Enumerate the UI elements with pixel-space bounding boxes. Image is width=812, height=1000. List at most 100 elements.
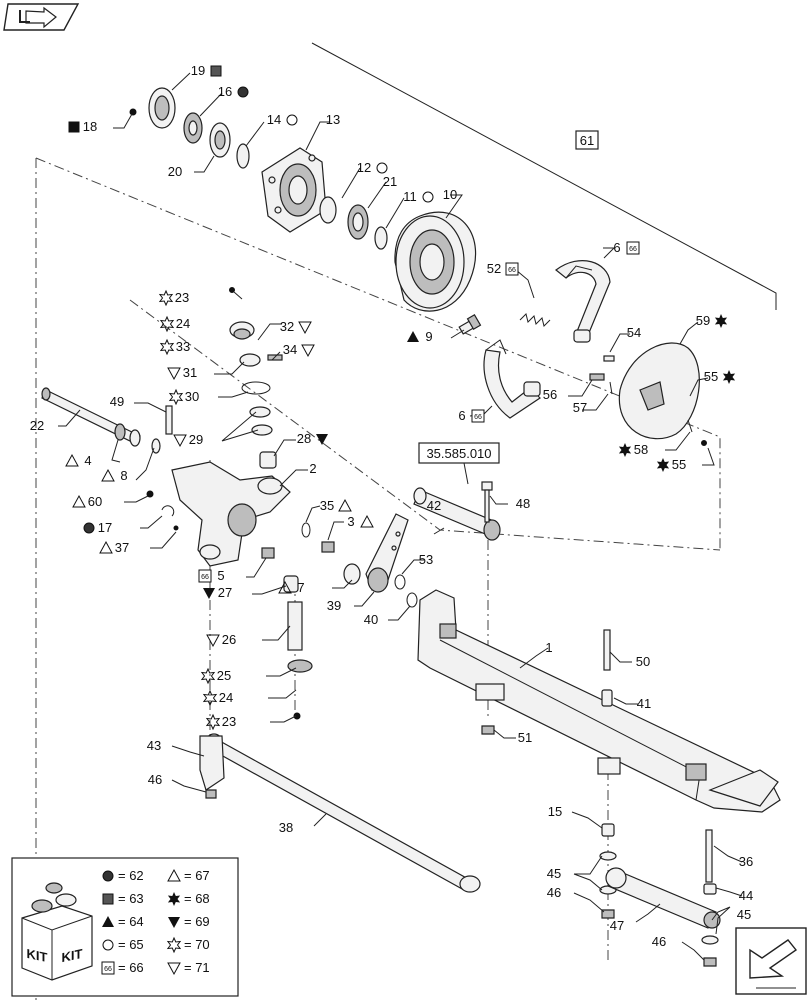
callout-12[interactable]: 12 — [357, 160, 388, 175]
callout-48[interactable]: 48 — [516, 496, 530, 511]
assembly-ref-box[interactable]: 35.585.010 — [418, 442, 500, 485]
kit66-icon: 66 — [198, 569, 212, 583]
callout-27[interactable]: 27 — [203, 585, 232, 600]
callout-number: 31 — [183, 365, 197, 380]
callout-25[interactable]: 25 — [200, 667, 231, 685]
callout-41[interactable]: 41 — [637, 696, 651, 711]
star-open-icon — [158, 289, 174, 307]
callout-26[interactable]: 26 — [206, 632, 236, 648]
callout-55[interactable]: 55 — [656, 457, 686, 472]
tri-down-black-icon — [203, 588, 215, 599]
callout-28[interactable]: 28 — [297, 431, 328, 446]
callout-43[interactable]: 43 — [147, 738, 161, 753]
callout-18[interactable]: 18 — [68, 119, 97, 134]
callout-number: 44 — [739, 888, 753, 903]
callout-30[interactable]: 30 — [168, 388, 199, 406]
callout-23[interactable]: 23 — [205, 713, 236, 731]
callout-7[interactable]: 7 — [278, 580, 305, 595]
callout-33[interactable]: 33 — [159, 338, 190, 356]
callout-4[interactable]: 4 — [65, 453, 92, 468]
callout-37[interactable]: 37 — [99, 540, 129, 555]
fitting-54 — [603, 355, 615, 362]
callout-number: 25 — [217, 668, 231, 683]
callout-34[interactable]: 34 — [283, 342, 315, 358]
callout-36[interactable]: 36 — [739, 854, 753, 869]
callout-24[interactable]: 24 — [159, 315, 190, 333]
callout-55[interactable]: 55 — [704, 369, 736, 384]
nut-5 — [261, 547, 275, 559]
callout-38[interactable]: 38 — [279, 820, 293, 835]
star-open-icon — [205, 713, 221, 731]
callout-47[interactable]: 47 — [610, 918, 624, 933]
forward-arrow-icon[interactable] — [3, 3, 80, 31]
callout-32[interactable]: 32 — [280, 319, 312, 335]
callout-9[interactable]: 9 — [407, 329, 433, 344]
callout-24[interactable]: 24 — [202, 689, 233, 707]
kit66-icon: 66 — [471, 409, 485, 423]
tri-up-open-icon — [338, 498, 352, 512]
callout-10[interactable]: 10 — [443, 187, 457, 202]
callout-number: 36 — [739, 854, 753, 869]
callout-59[interactable]: 59 — [696, 313, 728, 328]
callout-35[interactable]: 35 — [320, 498, 352, 513]
legend-value: = 66 — [118, 960, 144, 975]
callout-56[interactable]: 56 — [543, 387, 557, 402]
svg-text:KIT: KIT — [27, 946, 48, 965]
callout-29[interactable]: 29 — [173, 432, 203, 448]
callout-53[interactable]: 53 — [419, 552, 433, 567]
kit-box-icon: KIT KIT — [21, 882, 93, 981]
callout-31[interactable]: 31 — [167, 365, 197, 381]
legend-value: = 71 — [184, 960, 210, 975]
callout-51[interactable]: 51 — [518, 730, 532, 745]
callout-50[interactable]: 50 — [636, 654, 650, 669]
callout-57[interactable]: 57 — [573, 400, 587, 415]
callout-8[interactable]: 8 — [101, 468, 128, 483]
callout-1[interactable]: 1 — [545, 640, 552, 655]
callout-45[interactable]: 45 — [547, 866, 561, 881]
callout-6[interactable]: 666 — [613, 240, 640, 255]
callout-58[interactable]: 58 — [618, 442, 648, 457]
callout-60[interactable]: 60 — [72, 494, 102, 509]
callout-14[interactable]: 14 — [267, 112, 298, 127]
callout-44[interactable]: 44 — [739, 888, 753, 903]
callout-42[interactable]: 42 — [427, 498, 441, 513]
callout-40[interactable]: 40 — [364, 612, 378, 627]
callout-21[interactable]: 21 — [383, 174, 397, 189]
callout-11[interactable]: 11 — [403, 189, 434, 204]
tri-down-open-icon — [301, 344, 315, 358]
callout-46[interactable]: 46 — [148, 772, 162, 787]
callout-number: 51 — [518, 730, 532, 745]
callout-number: 46 — [652, 934, 666, 949]
bolt-36 — [705, 829, 713, 883]
return-arrow-icon[interactable] — [735, 927, 807, 995]
callout-2[interactable]: 2 — [309, 461, 316, 476]
callout-49[interactable]: 49 — [110, 394, 124, 409]
callout-13[interactable]: 13 — [326, 112, 340, 127]
callout-17[interactable]: 17 — [83, 520, 112, 535]
callout-46[interactable]: 46 — [547, 885, 561, 900]
callout-19[interactable]: 19 — [191, 63, 222, 78]
callout-46[interactable]: 46 — [652, 934, 666, 949]
callout-number: 56 — [543, 387, 557, 402]
callout-number: 46 — [547, 885, 561, 900]
legend-value: = 67 — [184, 868, 210, 883]
callout-3[interactable]: 3 — [347, 514, 374, 529]
callout-45[interactable]: 45 — [737, 907, 751, 922]
callout-39[interactable]: 39 — [327, 598, 341, 613]
callout-23[interactable]: 23 — [158, 289, 189, 307]
group-ref-box[interactable]: 61 — [575, 130, 599, 150]
pin-58 — [687, 419, 693, 433]
pin-49 — [165, 405, 173, 435]
callout-16[interactable]: 16 — [218, 84, 249, 99]
callout-22[interactable]: 22 — [30, 418, 44, 433]
callout-20[interactable]: 20 — [168, 164, 182, 179]
callout-54[interactable]: 54 — [627, 325, 641, 340]
callout-6[interactable]: 666 — [458, 408, 485, 423]
circle-open-icon — [102, 939, 114, 951]
callout-15[interactable]: 15 — [548, 804, 562, 819]
legend-value: = 62 — [118, 868, 144, 883]
callout-number: 33 — [176, 339, 190, 354]
legend-item-0: = 62 — [102, 868, 144, 883]
